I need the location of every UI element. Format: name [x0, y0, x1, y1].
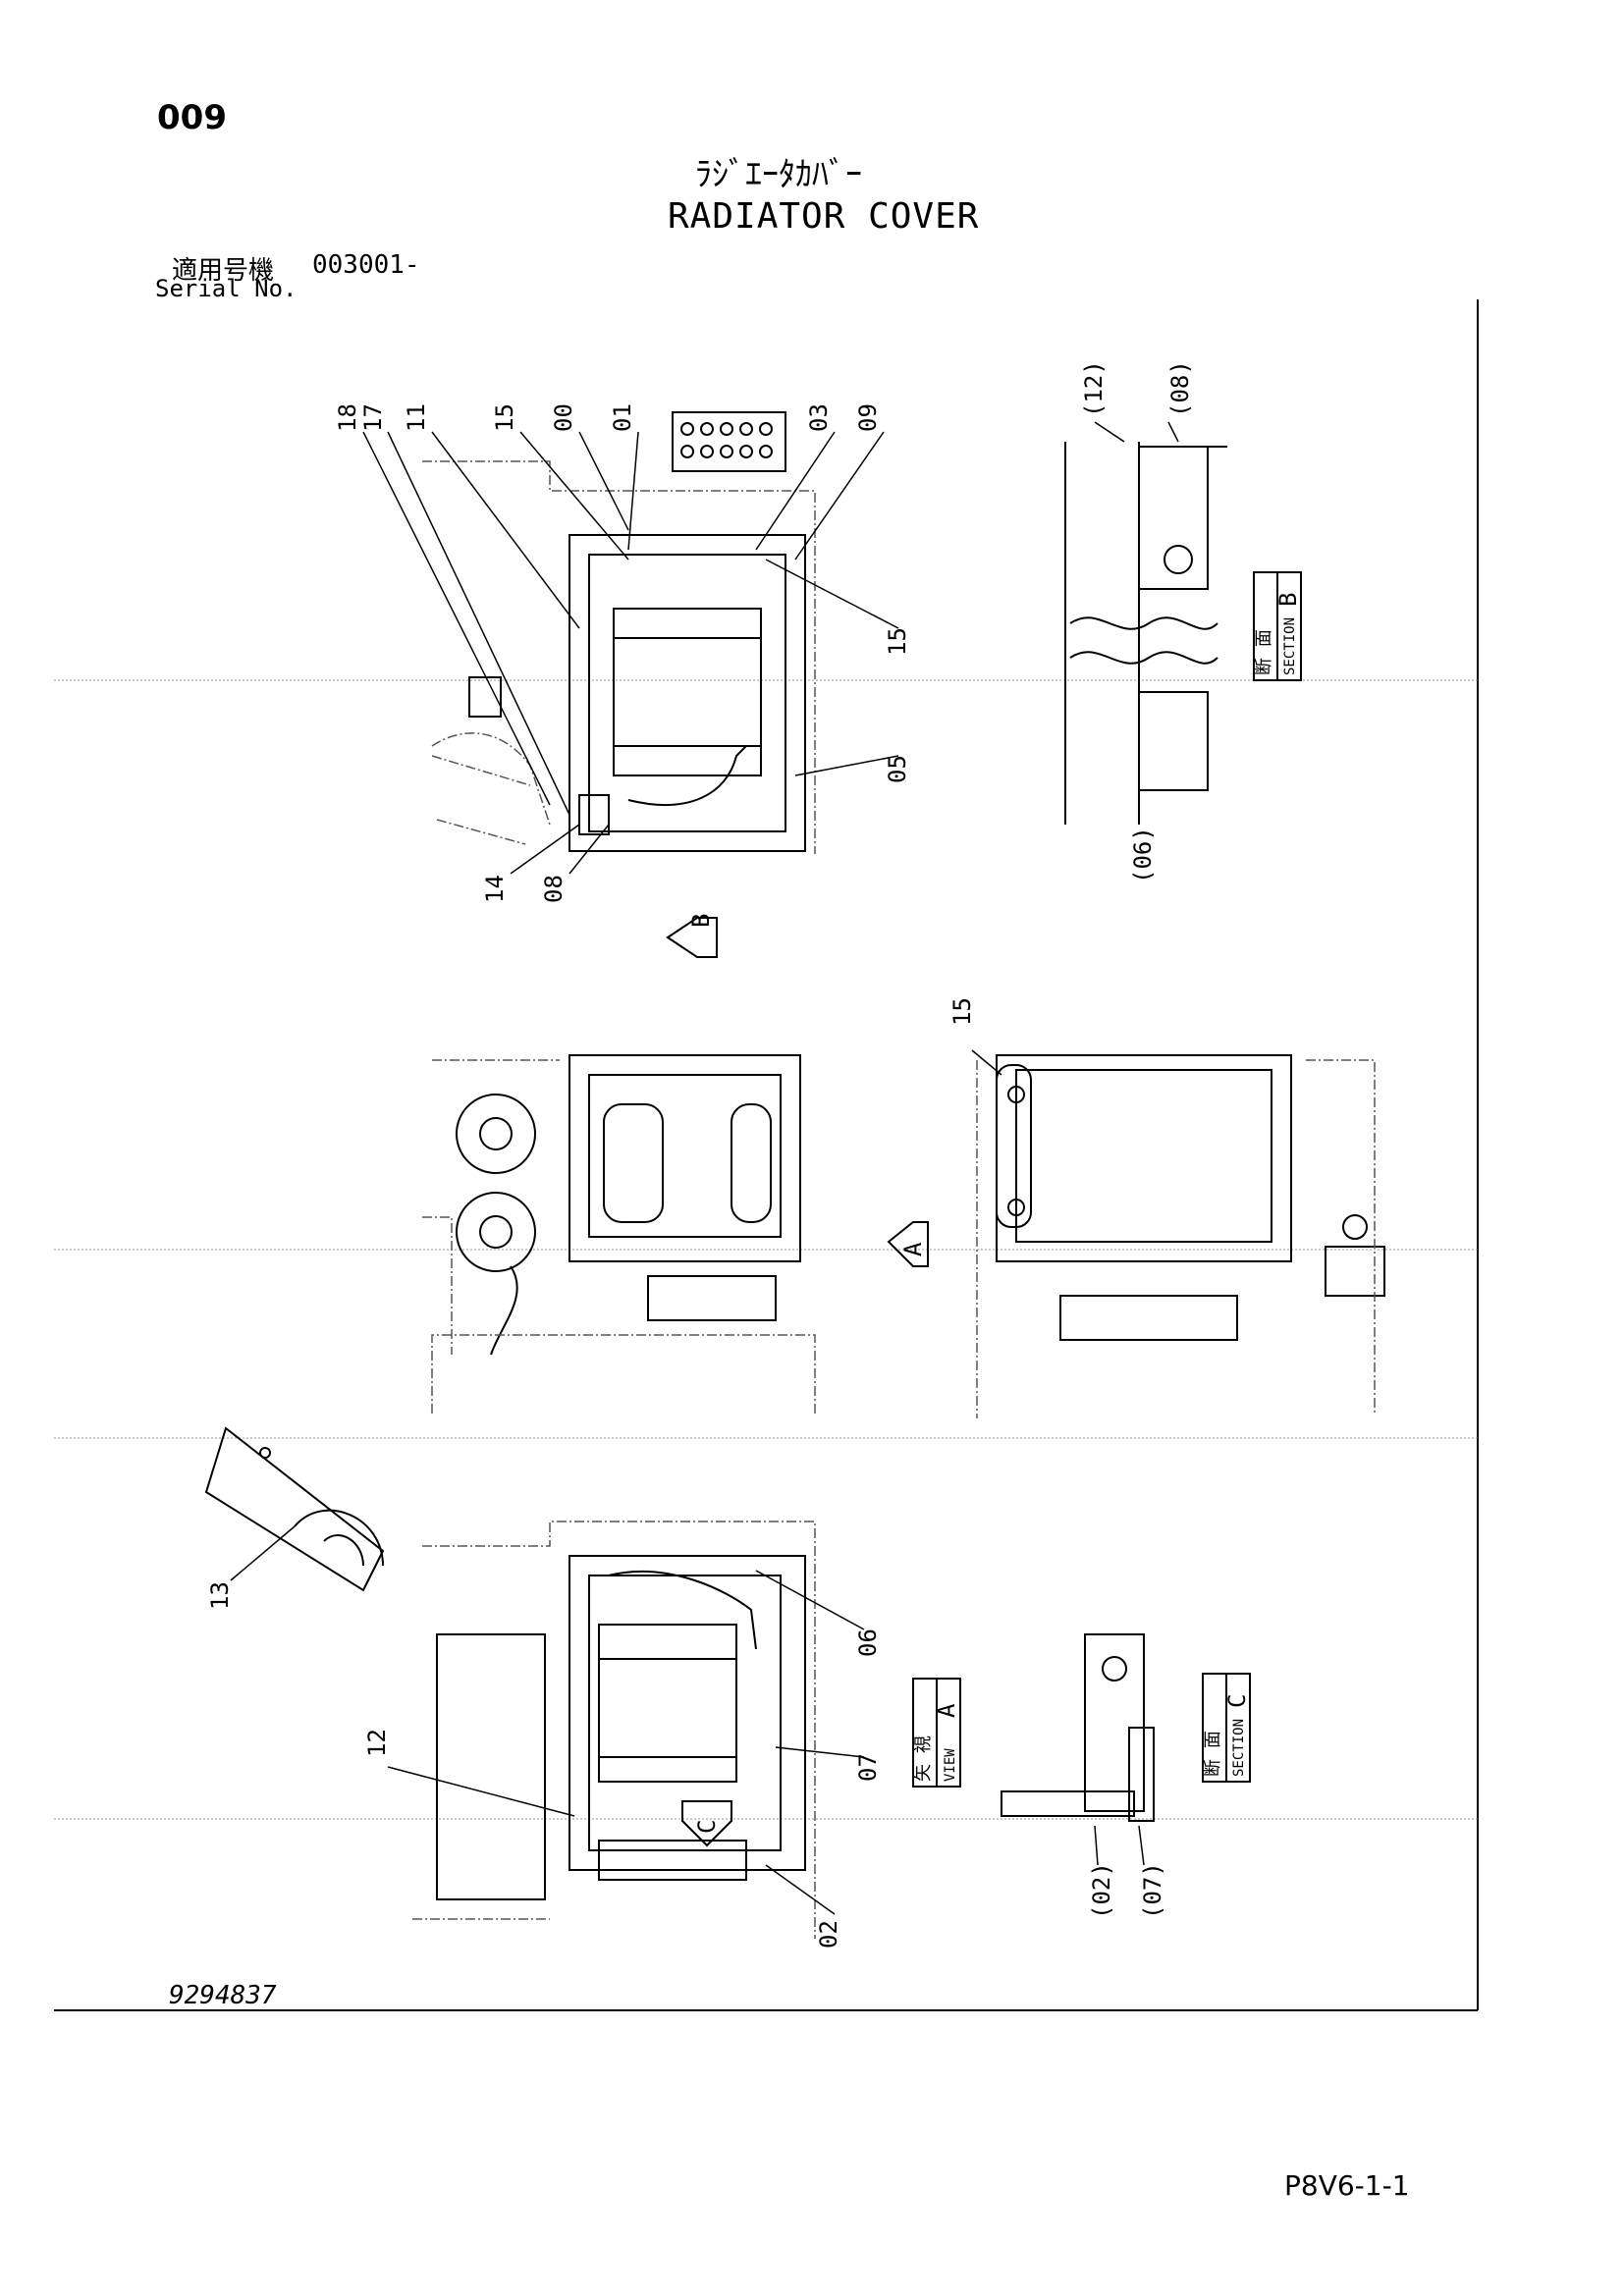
section-b-en: SECTION — [1282, 617, 1298, 675]
bottom-main-view — [436, 1555, 806, 1900]
callout-05: 05 — [884, 755, 911, 783]
top-view — [468, 411, 806, 852]
section-c-letter: C — [1223, 1694, 1251, 1708]
callout-middle-15: 15 — [948, 997, 976, 1026]
title-japanese: ﾗｼﾞｴｰﾀｶﾊﾞｰ — [695, 155, 862, 194]
top-callout-leaders — [362, 431, 899, 875]
page-number: 009 — [157, 98, 227, 137]
callout-01: 01 — [609, 403, 636, 432]
view-a-tag — [912, 1678, 961, 1788]
callout-17: 17 — [359, 403, 387, 432]
callout-12: 12 — [363, 1729, 391, 1757]
callout-section-b-12: (12) — [1080, 360, 1108, 417]
title-english: RADIATOR COVER — [668, 196, 980, 237]
view-a-en: VIEW — [943, 1748, 958, 1782]
document-number: 9294837 — [169, 1981, 277, 2010]
view-arrow-c — [681, 1800, 732, 1847]
callout-06: 06 — [854, 1629, 882, 1657]
section-b-jp: 断 面 — [1254, 629, 1274, 675]
serial-label-japanese: 適用号機 — [172, 256, 275, 286]
callout-15b: 15 — [884, 627, 911, 656]
section-b-leaders — [1094, 421, 1179, 815]
section-c-tag — [1202, 1673, 1251, 1783]
section-c-en: SECTION — [1231, 1719, 1247, 1777]
callout-02: 02 — [815, 1920, 842, 1949]
callout-08: 08 — [540, 875, 568, 903]
section-c-jp: 断 面 — [1203, 1731, 1223, 1777]
callout-15a: 15 — [491, 403, 518, 432]
arrow-c-letter: C — [693, 1820, 721, 1834]
callout-section-c-07: (07) — [1139, 1862, 1166, 1919]
section-b-detail — [1064, 442, 1227, 825]
bottom-left-detail — [204, 1426, 385, 1592]
callout-18: 18 — [334, 403, 361, 432]
serial-label-english: Serial No. — [155, 275, 298, 302]
callout-07: 07 — [854, 1753, 882, 1782]
callout-section-b-08: (08) — [1166, 360, 1194, 417]
section-b-tag — [1253, 571, 1302, 681]
top-callout-labels: 18 17 11 15 00 01 03 09 15 05 14 08 — [334, 403, 911, 903]
callout-00: 00 — [550, 403, 577, 432]
callout-03: 03 — [805, 403, 833, 432]
arrow-a-letter: A — [899, 1242, 927, 1256]
leader-middle-15 — [971, 1049, 1002, 1076]
callout-section-b-06: (06) — [1129, 827, 1157, 883]
callout-11: 11 — [403, 403, 430, 432]
sheet-code: P8V6-1-1 — [1284, 2169, 1410, 2202]
view-a-jp: 矢 視 — [913, 1735, 934, 1782]
leader-13 — [230, 1525, 296, 1581]
arrow-b-letter: B — [687, 914, 715, 928]
view-arrow-a — [887, 1221, 929, 1267]
section-b-letter: B — [1274, 593, 1302, 607]
callout-13: 13 — [206, 1581, 234, 1610]
serial-value: 003001- — [312, 250, 420, 280]
bottom-callout-leaders — [387, 1570, 865, 1915]
callout-14: 14 — [481, 875, 509, 903]
view-a-letter: A — [933, 1703, 960, 1718]
callout-section-c-02: (02) — [1088, 1862, 1115, 1919]
middle-left-view — [456, 1054, 801, 1356]
view-arrow-b — [666, 917, 718, 958]
section-c-detail — [1001, 1633, 1155, 1822]
callout-09: 09 — [854, 403, 882, 432]
middle-right-view — [996, 1054, 1385, 1341]
